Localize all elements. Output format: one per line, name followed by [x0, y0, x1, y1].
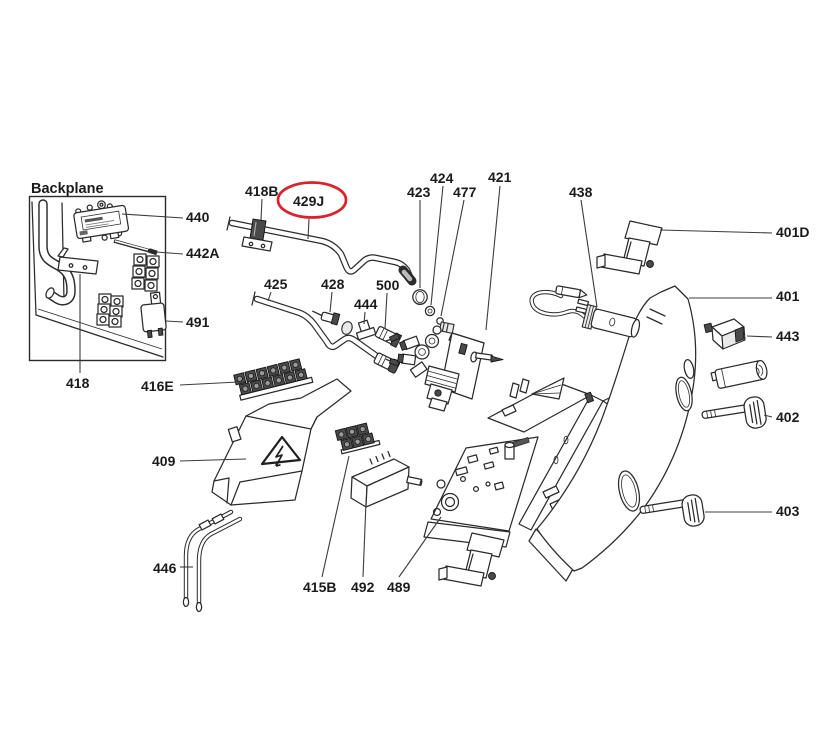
- leader-415B: [321, 455, 350, 578]
- leader-421: [485, 185, 501, 331]
- leader-443: [746, 335, 773, 338]
- backplane-inset: [28, 195, 167, 362]
- knob-shaft-402: [701, 394, 769, 430]
- part-label-429J[interactable]: 429J: [293, 193, 324, 209]
- cover-409: [211, 378, 352, 506]
- part-label-491: 491: [186, 314, 210, 330]
- part-label-415B: 415B: [303, 579, 336, 595]
- terminal-block-415B: [334, 422, 381, 455]
- mounting-bracket-lower: [438, 532, 505, 587]
- pipe-bracket-418: [57, 247, 99, 275]
- knob-shaft-403: [639, 492, 707, 528]
- part-label-423: 423: [407, 184, 431, 200]
- leader-425: [267, 291, 272, 302]
- leader-492: [362, 501, 367, 578]
- lamp-sleeve: [710, 359, 768, 389]
- wire-pair-446: [182, 509, 243, 613]
- part-label-403: 403: [776, 503, 800, 519]
- part-label-418B: 418B: [245, 183, 278, 199]
- ignition-cable-438: [529, 285, 641, 338]
- part-label-438: 438: [569, 184, 593, 200]
- part-label-421: 421: [488, 169, 512, 185]
- leader-444: [363, 311, 366, 325]
- leader-409: [179, 458, 247, 462]
- union-nut-423: [412, 289, 428, 306]
- part-label-428: 428: [321, 276, 345, 292]
- leader-428: [329, 291, 333, 313]
- leader-442A: [155, 251, 184, 255]
- part-label-424: 424: [430, 170, 454, 186]
- switch-443: [703, 318, 746, 350]
- pipe-clamp-418B: [241, 218, 273, 252]
- leader-418B: [260, 198, 263, 221]
- backplane-title: Backplane: [31, 181, 104, 197]
- part-label-446: 446: [153, 560, 177, 576]
- part-label-416E: 416E: [141, 378, 174, 394]
- backplane-pipe: [38, 199, 76, 306]
- leader-424: [430, 185, 444, 306]
- transformer-492: [350, 450, 423, 508]
- part-label-425: 425: [264, 276, 288, 292]
- warning-triangle-icon: [260, 435, 302, 467]
- part-label-492: 492: [351, 579, 375, 595]
- relay-491: [140, 291, 167, 339]
- leader-477: [440, 199, 465, 317]
- leader-440: [121, 213, 184, 219]
- leader-489: [398, 516, 442, 578]
- mounting-bracket-401D: [596, 220, 663, 275]
- interrupter-440: [73, 200, 130, 243]
- part-label-409: 409: [152, 453, 176, 469]
- part-label-418: 418: [66, 375, 90, 391]
- leader-500: [384, 292, 388, 330]
- terminal-block-lower: [96, 293, 124, 328]
- union-nut: [341, 321, 353, 335]
- leader-429J: [307, 218, 310, 240]
- injector-428: [312, 310, 341, 326]
- part-label-444: 444: [354, 296, 378, 312]
- leader-402: [763, 414, 773, 418]
- lower-gas-pipe-425: [251, 291, 401, 374]
- leader-438: [580, 199, 598, 308]
- highlight-ellipse: [276, 181, 348, 219]
- part-label-401D: 401D: [776, 224, 809, 240]
- leader-416E: [179, 381, 239, 386]
- terminal-strip-416E: [233, 358, 314, 401]
- tee-piece-444: [355, 319, 377, 341]
- control-panel-401: [528, 285, 697, 582]
- leader-401D: [659, 229, 773, 234]
- part-label-477: 477: [453, 184, 477, 200]
- part-label-440: 440: [186, 209, 210, 225]
- part-label-402: 402: [776, 409, 800, 425]
- leader-491: [165, 320, 184, 323]
- part-label-489: 489: [387, 579, 411, 595]
- upper-gas-pipe-429J: [226, 216, 417, 286]
- olive-424: [424, 305, 436, 317]
- part-label-500: 500: [376, 277, 400, 293]
- thermostat-needle: [475, 352, 504, 363]
- part-label-401: 401: [776, 288, 800, 304]
- highlighted-part-429J[interactable]: 429J: [276, 181, 348, 219]
- terminal-block-upper: [131, 253, 160, 292]
- thermofuse-442A: [113, 239, 158, 256]
- part-label-442A: 442A: [186, 245, 219, 261]
- circuit-board-489: [430, 436, 539, 532]
- part-label-443: 443: [776, 328, 800, 344]
- gas-valve-assembly-421: [385, 321, 504, 412]
